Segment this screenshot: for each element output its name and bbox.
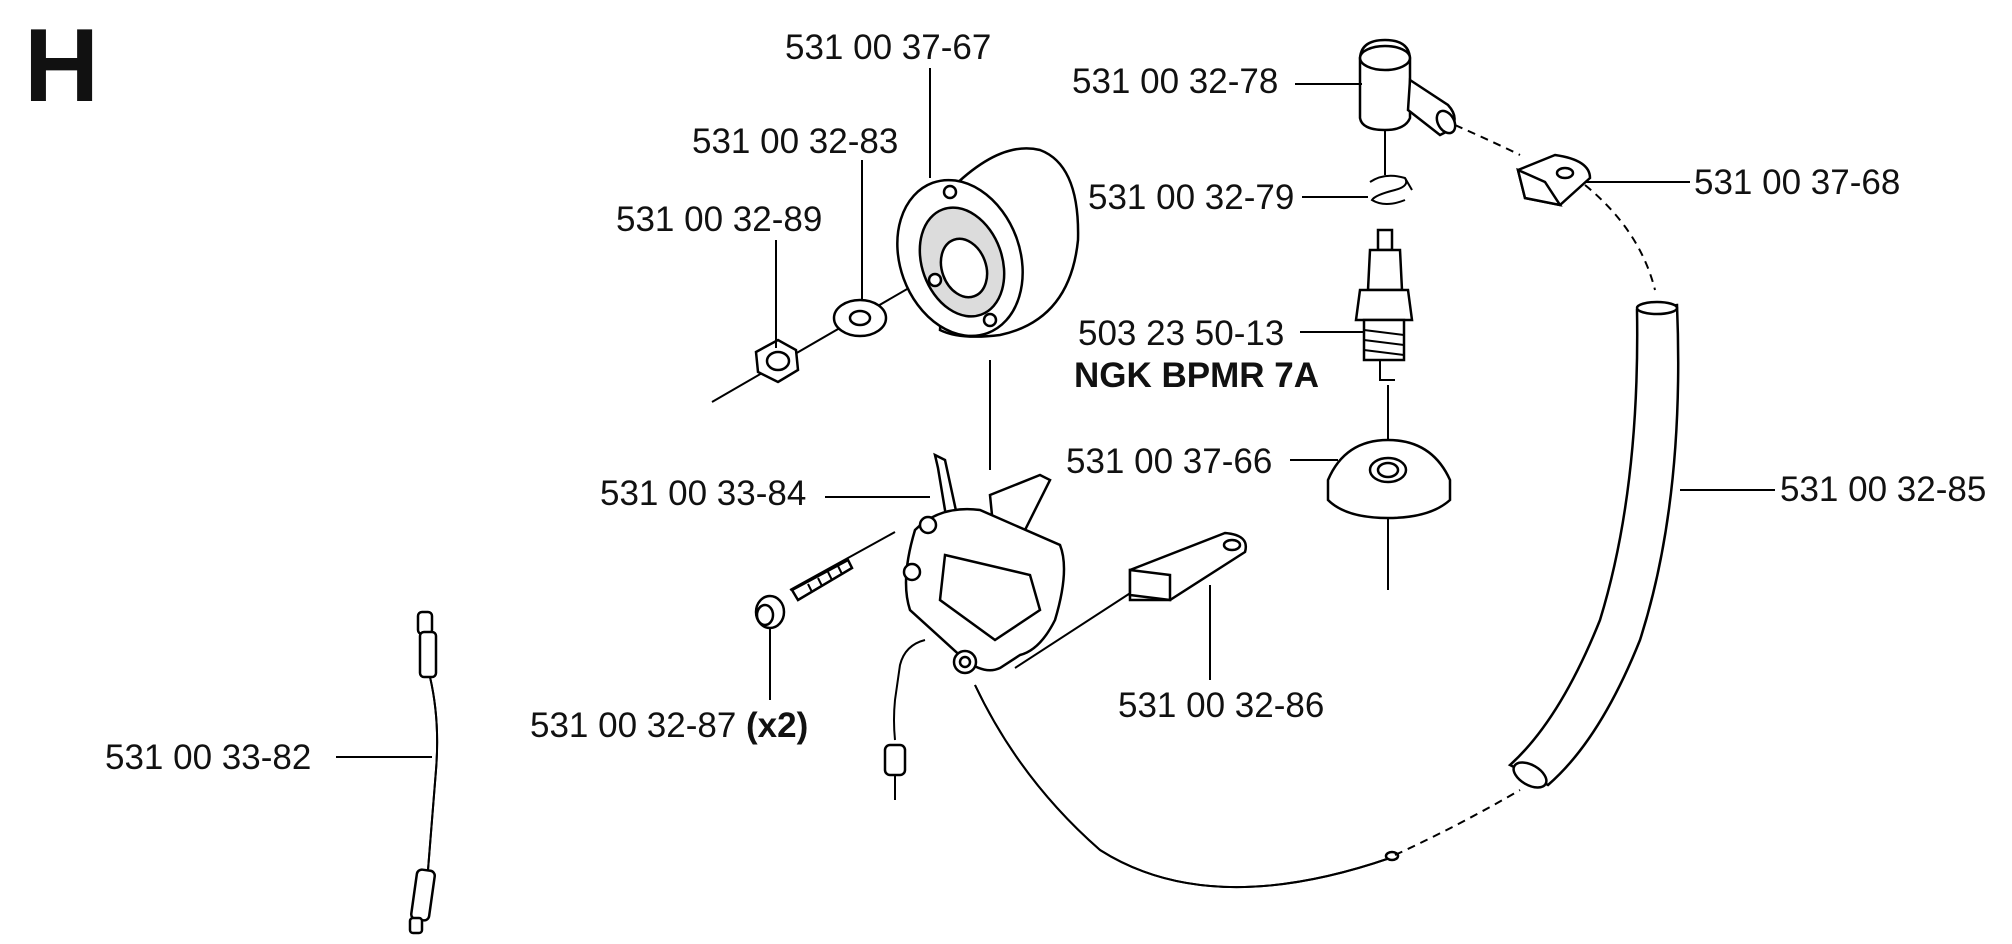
ignition-module-shape: [883, 452, 1136, 800]
label-nut: 531 00 32-89: [616, 200, 823, 239]
label-screw: 531 00 32-87 (x2): [530, 708, 808, 743]
label-ignition-module: 531 00 33-84: [600, 474, 807, 513]
nut-shape: [711, 269, 941, 403]
screw-shape: [754, 531, 896, 630]
section-letter: H: [24, 8, 100, 124]
spark-plug-shape: [1354, 228, 1414, 450]
label-spark-plug-boot: 531 00 37-66: [1066, 442, 1273, 481]
hose-shape: [1507, 300, 1680, 789]
label-screw-qty: (x2): [746, 706, 809, 745]
label-screw-number: 531 00 32-87: [530, 706, 737, 745]
label-flywheel: 531 00 37-67: [785, 28, 992, 67]
flywheel-shape: [896, 147, 1080, 470]
label-cable-clip: 531 00 37-68: [1694, 163, 1901, 202]
spark-plug-cap-shape: [1358, 38, 1457, 175]
label-spark-plug: 503 23 50-13: [1078, 314, 1285, 353]
spring-shape: [1369, 174, 1413, 205]
label-spring: 531 00 32-79: [1088, 178, 1295, 217]
label-spark-plug-cap: 531 00 32-78: [1072, 62, 1279, 101]
washer-shape: [832, 298, 888, 338]
connector-shape: [1128, 531, 1248, 680]
spark-plug-boot-shape: [1326, 438, 1452, 590]
cable-clip-shape: [1516, 153, 1592, 207]
label-short-circuit-cable: 531 00 33-82: [105, 738, 312, 777]
label-hose: 531 00 32-85: [1780, 470, 1987, 509]
label-washer: 531 00 32-83: [692, 122, 899, 161]
short-circuit-cable-shape: [336, 610, 439, 935]
label-connector: 531 00 32-86: [1118, 686, 1325, 725]
label-spark-plug-type: NGK BPMR 7A: [1074, 356, 1320, 395]
